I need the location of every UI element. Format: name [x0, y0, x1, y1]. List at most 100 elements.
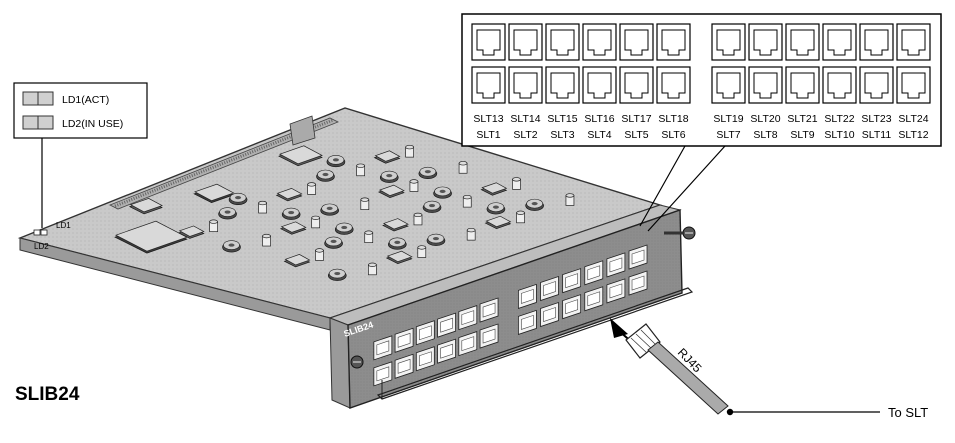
inductor-icon	[281, 207, 301, 220]
faceplate-jack-icon	[479, 323, 499, 349]
capacitor-icon	[311, 215, 321, 229]
port-label-bottom: SLT1	[476, 129, 500, 141]
chip-icon	[382, 218, 409, 232]
chip-icon	[480, 182, 508, 196]
rj45-jack-icon	[896, 23, 931, 61]
port-label-top: SLT24	[898, 113, 928, 125]
capacitor-icon	[258, 200, 267, 214]
port-label-top: SLT14	[510, 113, 540, 125]
faceplate-jack-icon	[606, 278, 626, 304]
port-label-bottom: SLT8	[753, 129, 777, 141]
inductor-icon	[327, 268, 347, 281]
rj45-jack-icon	[822, 23, 857, 61]
capacitor-icon	[405, 144, 414, 158]
rj45-jack-icon	[582, 23, 617, 61]
inductor-icon	[486, 202, 506, 215]
capacitor-icon	[209, 219, 218, 233]
faceplate-jack-icon	[518, 309, 537, 335]
board-led-ld2	[40, 229, 48, 236]
rj45-jack-icon	[748, 23, 783, 61]
port-label-bottom: SLT10	[824, 129, 854, 141]
capacitor-icon	[356, 163, 365, 177]
faceplate-jack-icon	[437, 312, 456, 338]
led-legend-ld2-label: LD2(IN USE)	[62, 118, 123, 130]
led-legend-ld2: LD2(IN USE)	[22, 115, 123, 130]
board-components	[114, 144, 575, 281]
led-legend-ld1: LD1(ACT)	[22, 91, 109, 106]
rj45-cable: RJ45 To SLT	[610, 318, 928, 420]
faceplate-jack-icon	[540, 301, 559, 328]
inductor-icon	[334, 222, 354, 235]
faceplate-jack-icon	[458, 305, 478, 331]
chip-icon	[484, 215, 512, 230]
inductor-icon	[388, 237, 407, 250]
inductor-icon	[418, 166, 438, 179]
rj45-jack-icon	[508, 66, 543, 104]
capacitor-icon	[462, 194, 472, 208]
led-legend-ld1-label: LD1(ACT)	[62, 94, 109, 106]
rj45-jack-icon	[711, 23, 746, 61]
faceplate-jack-icon	[394, 327, 414, 353]
rj45-jack-icon	[748, 66, 783, 104]
faceplate-jack-icon	[373, 335, 393, 361]
circuit-board	[17, 107, 663, 331]
faceplate-jack-icon	[394, 353, 414, 379]
faceplate-jack-icon	[415, 320, 435, 346]
inductor-icon	[426, 233, 446, 246]
insert-arrow-icon	[610, 318, 628, 338]
inductor-icon	[324, 236, 343, 249]
rj45-jack-icon	[859, 23, 894, 61]
callout-leader-line	[639, 145, 686, 227]
port-label-bottom: SLT5	[624, 129, 648, 141]
port-label-bottom: SLT7	[716, 129, 740, 141]
faceplate-jack-icon	[437, 338, 456, 364]
capacitor-icon	[512, 177, 521, 190]
faceplate-ports	[373, 244, 648, 387]
inductor-icon	[422, 200, 442, 213]
port-label-top: SLT13	[473, 113, 503, 125]
capacitor-icon	[307, 182, 316, 195]
inductor-icon	[228, 192, 248, 205]
inductor-icon	[222, 240, 241, 253]
rj45-jack-icon	[545, 66, 580, 104]
capacitor-icon	[466, 227, 476, 241]
capacitor-icon	[565, 193, 575, 206]
rj45-jack-icon	[471, 66, 506, 104]
faceplate-jack-icon	[606, 252, 626, 278]
inductor-icon	[379, 170, 399, 183]
chip-icon	[275, 187, 303, 202]
rj45-jack-icon	[656, 23, 691, 61]
destination-label: To SLT	[888, 405, 928, 420]
inductor-icon	[433, 186, 452, 199]
faceplate-jack-icon	[415, 346, 435, 372]
rj45-jack-icon	[619, 23, 654, 61]
chip-icon	[279, 221, 307, 235]
rj45-jack-icon	[785, 66, 820, 104]
port-panel-callout: SLT13SLT1SLT14SLT2SLT15SLT3SLT16SLT4SLT1…	[461, 13, 942, 232]
port-label-top: SLT22	[824, 113, 854, 125]
port-label-top: SLT20	[750, 113, 780, 125]
rj45-jack-icon	[582, 66, 617, 104]
port-label-top: SLT18	[658, 113, 688, 125]
chip-icon	[128, 198, 163, 215]
port-label-top: SLT17	[621, 113, 651, 125]
port-label-bottom: SLT3	[550, 129, 574, 141]
port-label-top: SLT21	[787, 113, 817, 125]
board-led-label-ld1: LD1	[56, 221, 71, 230]
port-label-bottom: SLT2	[513, 129, 537, 141]
faceplate-jack-icon	[458, 331, 478, 357]
faceplate-jack-icon	[584, 286, 604, 312]
board-led-ld1	[33, 229, 41, 236]
faceplate-jack-icon	[562, 294, 582, 320]
port-label-bottom: SLT11	[862, 129, 892, 141]
chip-icon	[193, 183, 235, 203]
faceplate-jack-icon	[479, 297, 499, 323]
board-leds: LD1 LD2	[33, 221, 71, 251]
rj45-jack-icon	[545, 23, 580, 61]
chip-icon	[377, 184, 405, 198]
board-led-label-ld2: LD2	[34, 242, 49, 251]
capacitor-icon	[413, 212, 423, 226]
capacitor-icon	[262, 233, 271, 247]
port-label-top: SLT15	[547, 113, 577, 125]
